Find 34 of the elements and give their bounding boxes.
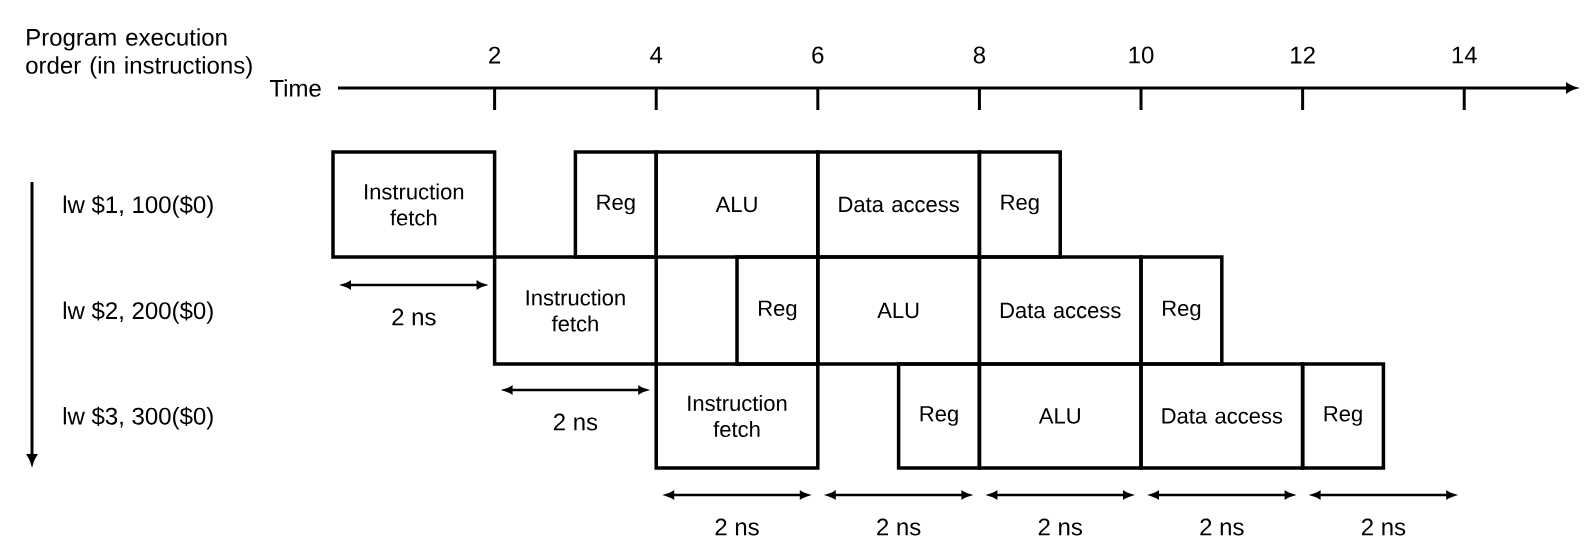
stage-box: Reg [735, 255, 820, 366]
axis-title: Time [269, 79, 321, 97]
stage-box: Reg [1139, 255, 1224, 366]
stage-box: Reg [896, 362, 982, 470]
tick-label: 10 [1129, 46, 1154, 64]
stage-box: Data access [1139, 362, 1305, 470]
instruction-label: lw $2, 200($0) [63, 301, 213, 324]
tick-label: 6 [812, 46, 824, 64]
stage-box: Instruction fetch [492, 255, 658, 366]
tick-label: 14 [1452, 46, 1477, 64]
tick-label: 4 [650, 46, 663, 64]
stage-box: ALU [977, 362, 1143, 470]
stage-box: ALU [816, 255, 982, 366]
dimension-label: 2 ns [1200, 518, 1244, 536]
stage-box: Data access [977, 255, 1143, 366]
dimension-label: 2 ns [1361, 518, 1406, 536]
stage-box: Reg [977, 150, 1062, 259]
dimension-label: 2 ns [877, 518, 921, 536]
dimension-label: 2 ns [715, 518, 759, 536]
instruction-label: lw $3, 300($0) [63, 406, 213, 430]
axis-title: Program execution order (in instructions) [26, 28, 252, 79]
dimension-label: 2 ns [553, 413, 598, 431]
tick-label: 2 [489, 46, 501, 64]
dimension-label: 2 ns [1038, 518, 1082, 536]
instruction-label: lw $1, 100($0) [63, 195, 213, 218]
stage-box: Instruction fetch [331, 150, 497, 259]
stage-box: Reg [573, 150, 658, 259]
tick-label: 12 [1291, 46, 1315, 64]
stage-box: Data access [816, 150, 982, 259]
stage-box: ALU [654, 150, 820, 259]
dimension-label: 2 ns [392, 308, 436, 326]
tick-label: 8 [973, 46, 986, 64]
stage-box: Reg [1300, 362, 1386, 470]
stage-box: Instruction fetch [654, 362, 820, 470]
